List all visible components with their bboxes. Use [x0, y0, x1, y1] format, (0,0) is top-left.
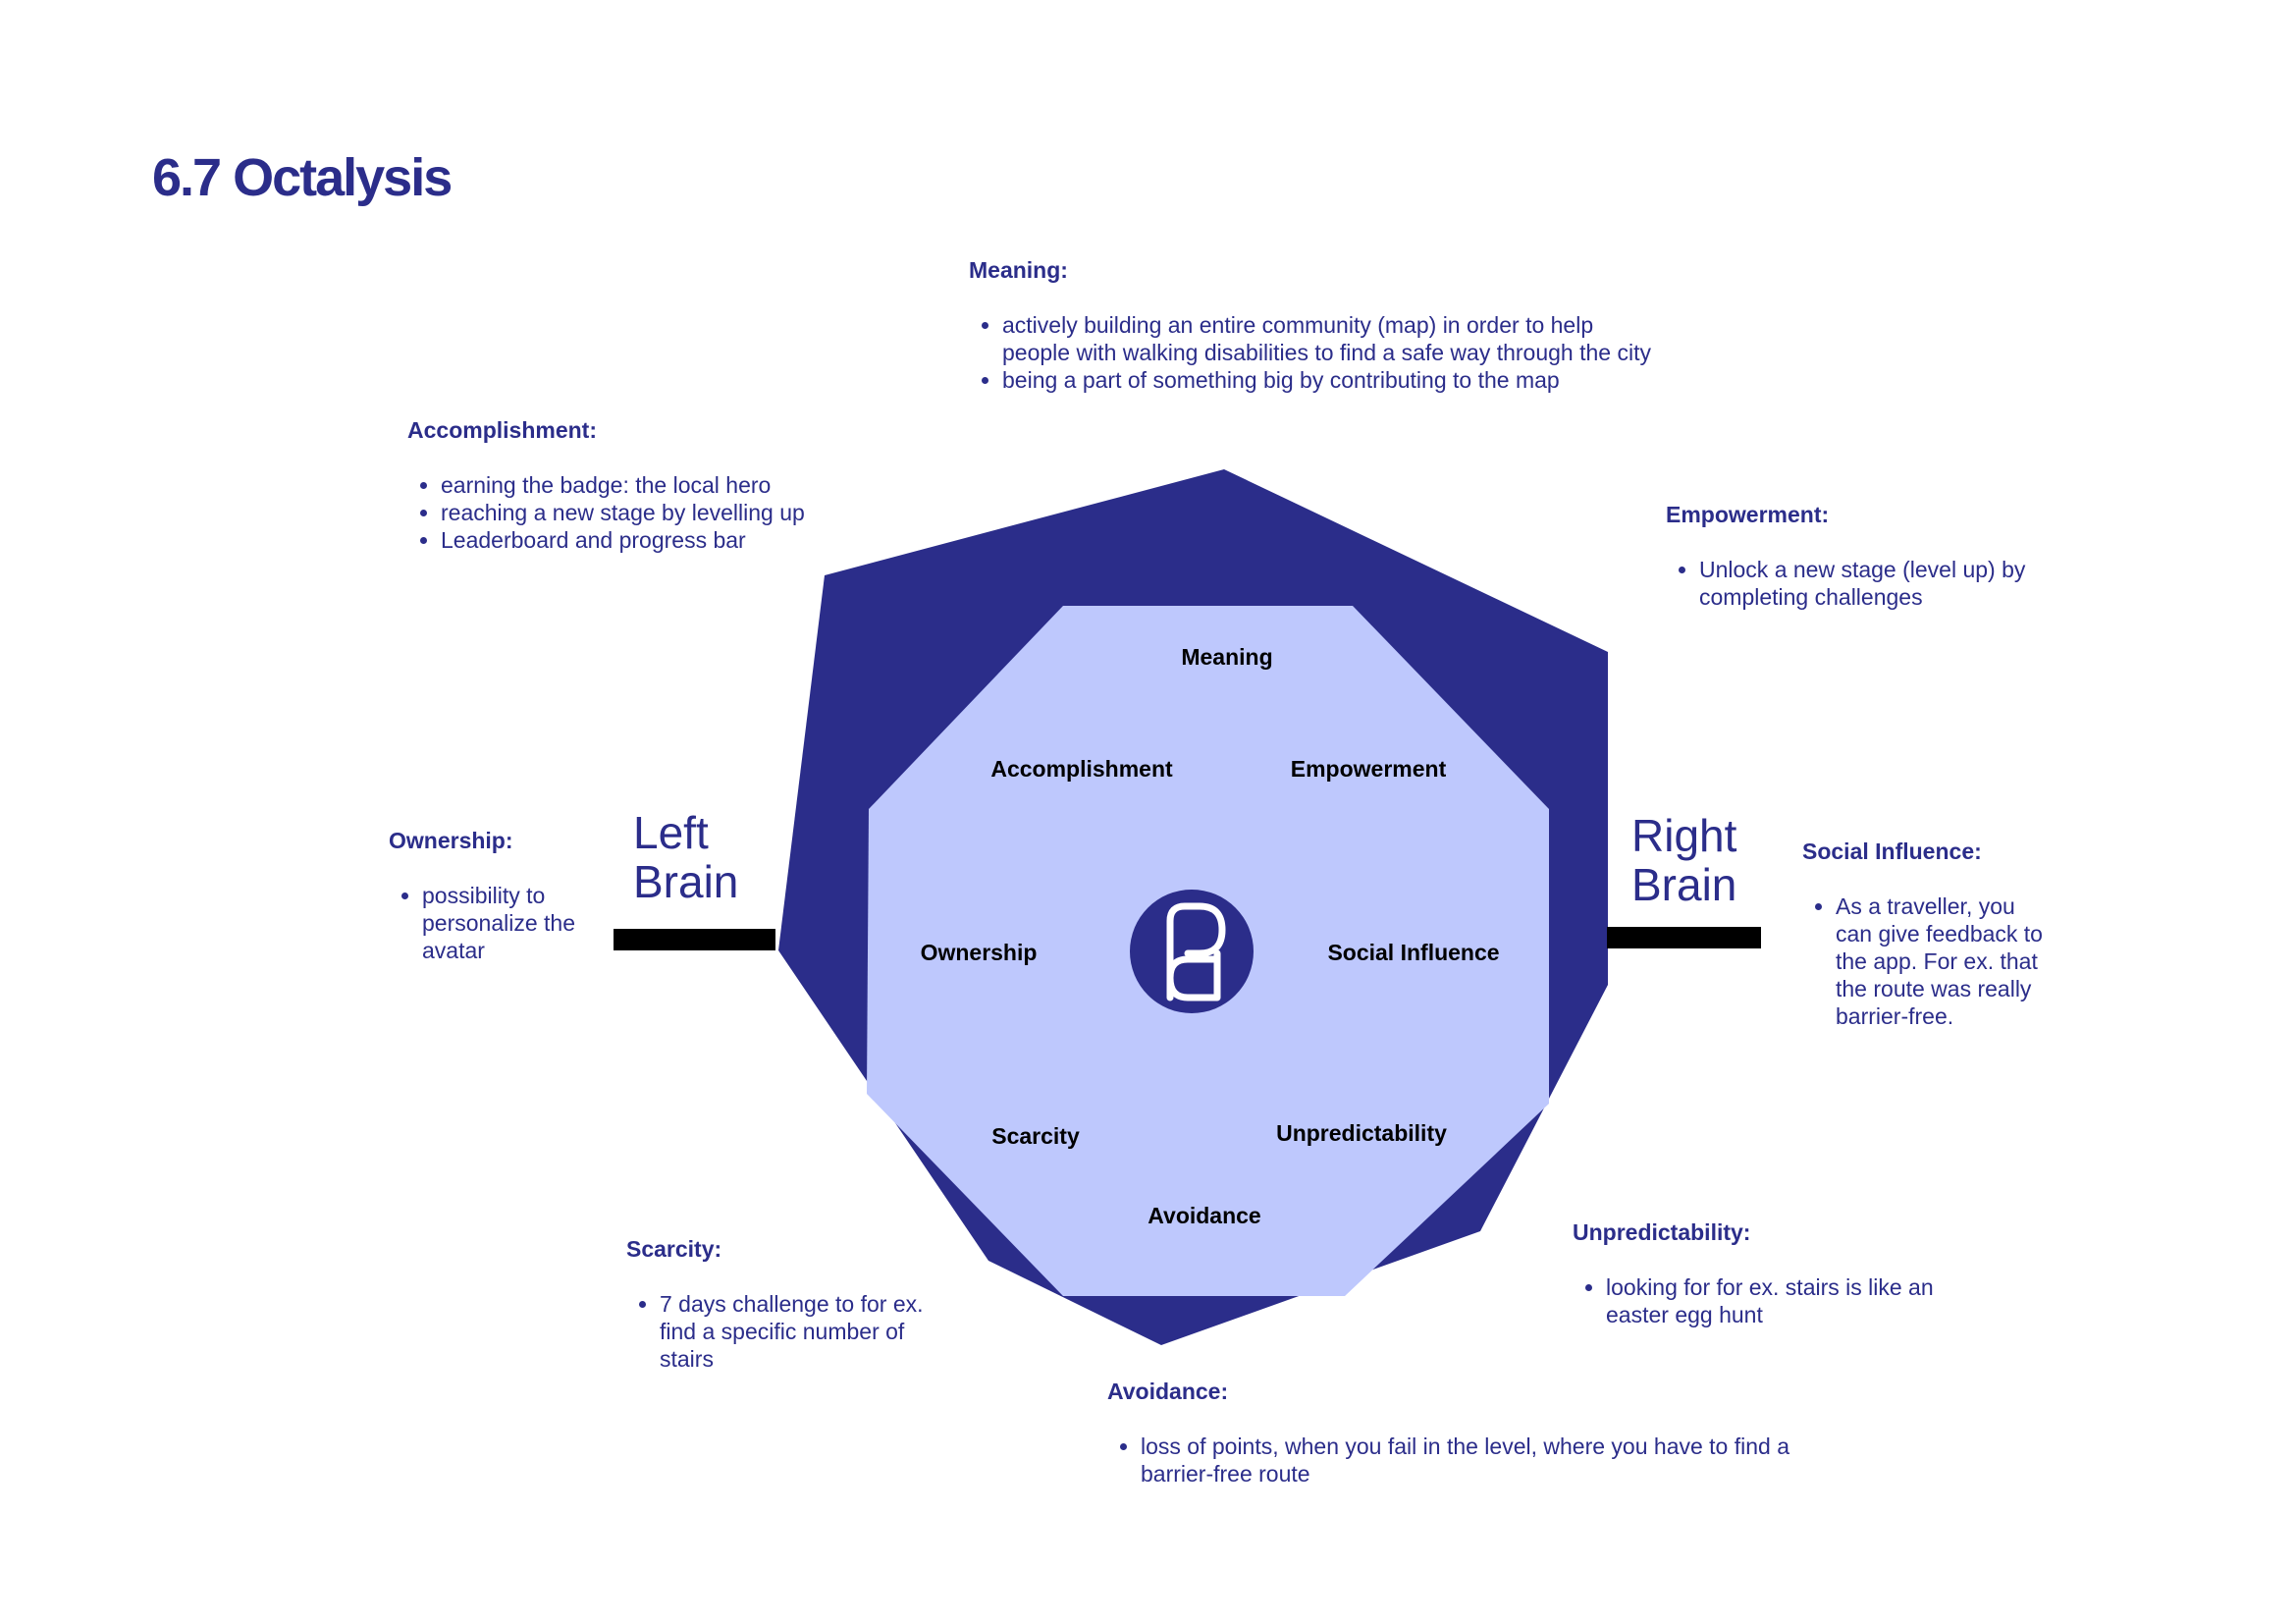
- inner-label-avoidance: Avoidance: [1148, 1203, 1261, 1228]
- meaning-item: being a part of something big by contrib…: [1002, 366, 1656, 394]
- social-influence-item: As a traveller, you can give feedback to…: [1836, 893, 2053, 1030]
- meaning-heading: Meaning:: [969, 257, 1068, 283]
- accomplishment-note: Accomplishment: earning the badge: the l…: [407, 416, 869, 554]
- accomplishment-item: Leaderboard and progress bar: [441, 526, 869, 554]
- unpredictability-heading: Unpredictability:: [1573, 1219, 1751, 1245]
- right-brain-word-1: Right: [1631, 810, 1737, 861]
- left-brain-word-2: Brain: [633, 856, 739, 907]
- right-brain-label: Right Brain: [1631, 811, 1736, 909]
- accomplishment-item: reaching a new stage by levelling up: [441, 499, 869, 526]
- empowerment-heading: Empowerment:: [1666, 502, 1830, 527]
- inner-label-unpredictability: Unpredictability: [1276, 1120, 1447, 1146]
- inner-label-meaning: Meaning: [1181, 644, 1273, 670]
- pa-logo-icon: [1130, 890, 1254, 1013]
- ownership-item: possibility to personalize the avatar: [422, 882, 614, 964]
- social-influence-note: Social Influence: As a traveller, you ca…: [1802, 838, 2053, 1030]
- ownership-heading: Ownership:: [389, 828, 513, 853]
- scarcity-item: 7 days challenge to for ex. find a speci…: [660, 1290, 960, 1373]
- inner-label-empowerment: Empowerment: [1290, 756, 1447, 782]
- scarcity-note: Scarcity: 7 days challenge to for ex. fi…: [626, 1235, 960, 1373]
- avoidance-heading: Avoidance:: [1107, 1379, 1229, 1404]
- accomplishment-item: earning the badge: the local hero: [441, 471, 869, 499]
- inner-label-accomplishment: Accomplishment: [990, 756, 1173, 782]
- empowerment-item: Unlock a new stage (level up) by complet…: [1699, 556, 2068, 611]
- avoidance-item: loss of points, when you fail in the lev…: [1141, 1433, 1834, 1488]
- empowerment-note: Empowerment: Unlock a new stage (level u…: [1666, 501, 2068, 611]
- accomplishment-heading: Accomplishment:: [407, 417, 597, 443]
- unpredictability-note: Unpredictability: looking for for ex. st…: [1573, 1218, 1946, 1328]
- scarcity-heading: Scarcity:: [626, 1236, 722, 1262]
- inner-label-scarcity: Scarcity: [991, 1123, 1080, 1149]
- inner-label-social-influence: Social Influence: [1327, 940, 1500, 965]
- right-brain-word-2: Brain: [1631, 859, 1737, 910]
- unpredictability-item: looking for for ex. stairs is like an ea…: [1606, 1273, 1946, 1328]
- left-brain-word-1: Left: [633, 807, 709, 858]
- page-title: 6.7 Octalysis: [152, 148, 453, 207]
- ownership-note: Ownership: possibility to personalize th…: [389, 827, 614, 964]
- social-influence-heading: Social Influence:: [1802, 839, 1982, 864]
- meaning-item: actively building an entire community (m…: [1002, 311, 1656, 366]
- inner-label-ownership: Ownership: [920, 940, 1038, 965]
- right-brain-bar: [1607, 927, 1761, 948]
- avoidance-note: Avoidance: loss of points, when you fail…: [1107, 1378, 1834, 1488]
- meaning-note: Meaning: actively building an entire com…: [969, 256, 1656, 394]
- left-brain-bar: [614, 929, 775, 950]
- left-brain-label: Left Brain: [633, 808, 738, 906]
